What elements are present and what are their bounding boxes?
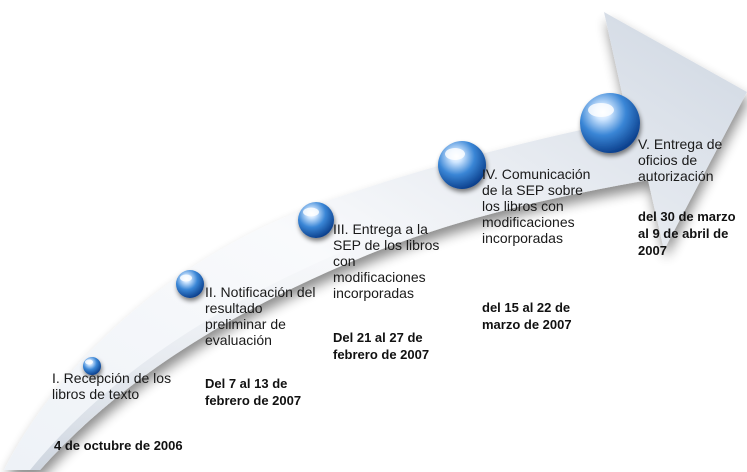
step-4-label: IV. Comunicación de la SEP sobre los lib… — [482, 166, 591, 246]
step-3-label: III. Entrega a la SEP de los libros con … — [333, 221, 440, 301]
step-2-label: II. Notificación del resultado prelimina… — [205, 284, 316, 348]
milestone-sphere-1 — [83, 357, 101, 375]
milestone-sphere-4 — [438, 141, 486, 189]
step-3-date: Del 21 al 27 de febrero de 2007 — [333, 330, 430, 362]
milestone-sphere-2 — [176, 270, 204, 298]
milestone-sphere-3 — [298, 202, 334, 238]
step-2-date: Del 7 al 13 de febrero de 2007 — [205, 376, 302, 408]
step-1-date: 4 de octubre de 2006 — [54, 438, 183, 453]
milestone-sphere-5 — [580, 93, 640, 153]
step-4-date: del 15 al 22 de marzo de 2007 — [482, 300, 572, 332]
step-1-label: I. Recepción de los libros de texto — [52, 370, 172, 402]
step-5-label: V. Entrega de oficios de autorización — [638, 136, 723, 184]
step-5-date: del 30 de marzo al 9 de abril de 2007 — [638, 209, 736, 258]
